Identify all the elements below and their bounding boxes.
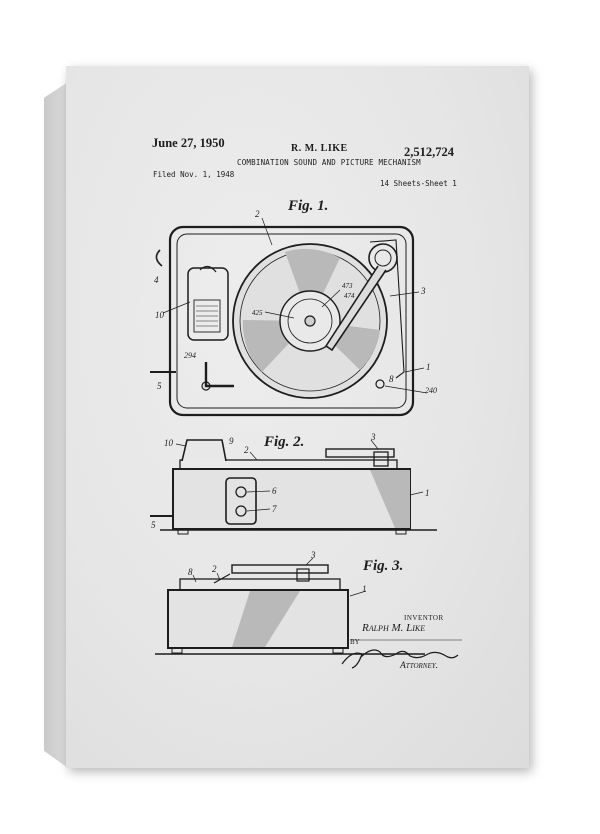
fig2-ref-6: 6: [272, 486, 277, 496]
fig1-tonearm: [324, 265, 387, 352]
fig1-ref-3: 3: [420, 286, 426, 296]
patent-sheet: [66, 66, 529, 768]
attorney-label: Attorney.: [400, 661, 439, 671]
fig1-ref-5: 5: [157, 381, 162, 391]
fig1-ref-1: 1: [426, 362, 431, 372]
fig3-deck: [179, 578, 341, 591]
fig1-label: Fig. 1.: [287, 198, 328, 214]
fig1-tonearm-base: [368, 243, 398, 273]
fig1-ref-474: 474: [344, 292, 355, 300]
fig2-control-panel: [225, 477, 257, 525]
fig2-viewer-hood: [181, 439, 227, 462]
sheet-count: 14 Sheets-Sheet 1: [380, 179, 457, 188]
canvas-side-edge: [44, 82, 68, 768]
fig1-ref-8: 8: [389, 374, 394, 384]
fig3-tonearm: [231, 564, 329, 574]
inventor-label: INVENTOR: [404, 614, 444, 622]
fig2-turntable-deck: [179, 459, 398, 470]
fig3-label: Fig. 3.: [362, 558, 403, 574]
fig2-ref-5: 5: [151, 520, 156, 530]
fig1-spindle: [304, 315, 316, 327]
fig3-ref-1: 1: [362, 584, 367, 594]
fig1-ref-294: 294: [184, 351, 196, 360]
fig2-ref-2: 2: [244, 445, 249, 455]
fig2-ref-1: 1: [425, 488, 430, 498]
fig2-ref-9: 9: [229, 436, 234, 446]
fig3-ref-2: 2: [212, 564, 217, 574]
fig2-ref-7: 7: [272, 504, 277, 514]
fig1-ref-240: 240: [425, 386, 437, 395]
attorney-signature: [341, 649, 459, 669]
fig3-ref-3: 3: [310, 550, 316, 560]
inventor-header: R. M. LIKE: [291, 143, 348, 154]
patent-date: June 27, 1950: [152, 136, 225, 150]
patent-number: 2,512,724: [404, 145, 454, 159]
fig2-label: Fig. 2.: [263, 434, 304, 450]
inventor-name: Ralph M. Like: [362, 622, 426, 634]
fig3-ref-8: 8: [188, 567, 193, 577]
fig2-knob-7: [235, 505, 247, 517]
fig1-lever: [204, 362, 234, 388]
fig1-ref-473: 473: [342, 282, 353, 290]
fig1-cabinet: [168, 225, 415, 417]
fig1-cabinet-inner: [176, 233, 407, 409]
filed-date: Filed Nov. 1, 1948: [153, 170, 235, 179]
fig1-speaker: [187, 267, 229, 341]
fig2-cabinet: [172, 468, 411, 530]
fig2-ref-3: 3: [370, 432, 376, 442]
figure-2-front-view: Fig. 2. 10 9: [150, 432, 437, 535]
fig1-ref-4: 4: [154, 275, 159, 285]
fig1-ref-425: 425: [252, 309, 263, 317]
by-label: BY: [350, 638, 360, 646]
fig2-tonearm: [325, 448, 395, 458]
fig2-knob-6: [235, 486, 247, 498]
patent-title: COMBINATION SOUND AND PICTURE MECHANISM: [237, 158, 421, 167]
fig2-ref-10: 10: [164, 438, 174, 448]
fig1-ref-10: 10: [155, 310, 165, 320]
figure-3-side-view: Fig. 3. 8 2 3 1: [155, 550, 425, 655]
fig1-ref-2: 2: [255, 209, 260, 219]
figure-1-top-view: Fig. 1.: [150, 198, 437, 417]
